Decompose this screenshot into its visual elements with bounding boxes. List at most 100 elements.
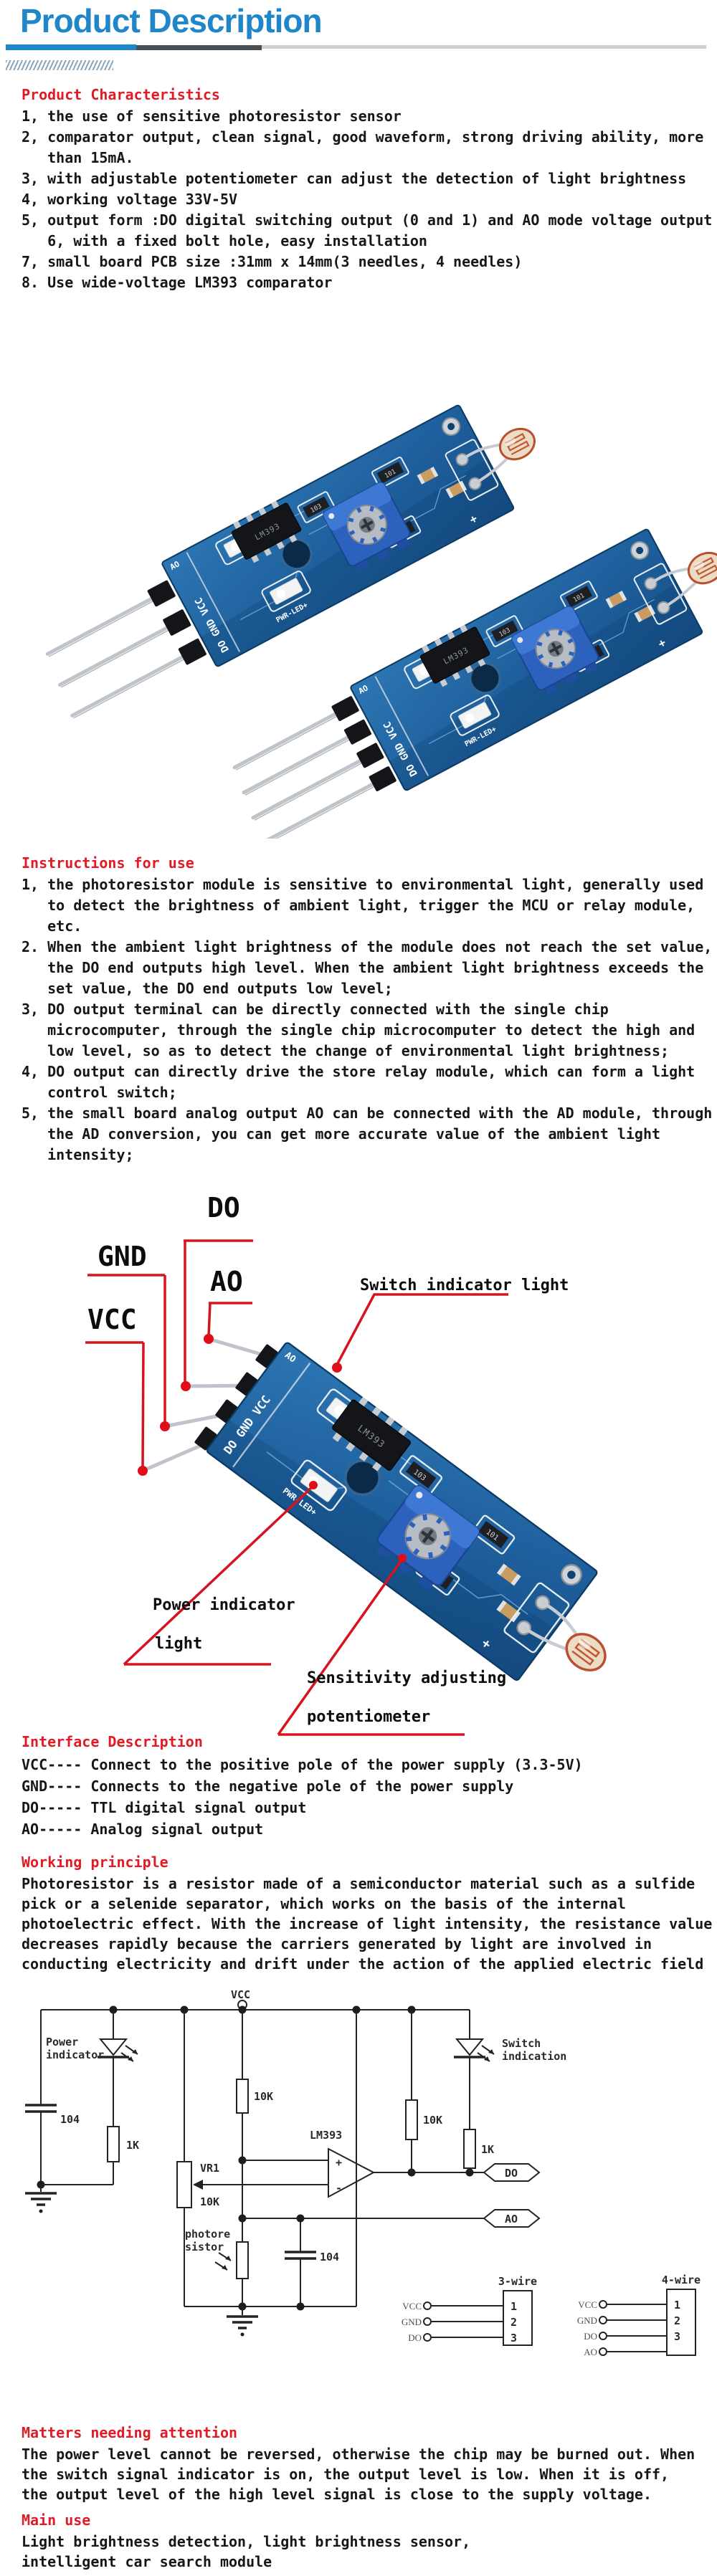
instructions-line: intensity; — [22, 1146, 134, 1163]
power-indicator-annotation-line1: Power indicator — [153, 1596, 295, 1614]
switch-indication-led: Switch indication — [454, 2037, 566, 2063]
opamp-plus: + — [336, 2156, 342, 2169]
characteristics-line: than 15mA. — [22, 149, 134, 166]
conn4-wire-label: DO — [584, 2331, 597, 2342]
switch-indication-label-1: Switch — [502, 2037, 541, 2050]
working-principle-heading: Working principle — [22, 1854, 168, 1871]
page-title: Product Description — [20, 2, 323, 39]
power-indicator-annotation-line2: light — [155, 1635, 202, 1653]
do-output-flag: DO — [483, 2163, 541, 2182]
main-use-line: Light brightness detection, light bright… — [22, 2533, 471, 2550]
photoresistor-symbol: photore sistor — [185, 2218, 249, 2307]
conn4-pin: 1 — [674, 2299, 680, 2312]
matters-heading: Matters needing attention — [22, 2424, 238, 2441]
capacitor-104-left: 104 — [25, 2010, 80, 2185]
sensor-module-photo-1 — [45, 380, 559, 719]
ao-flag-label: AO — [505, 2213, 518, 2226]
conn3-wire-label: GND — [402, 2317, 422, 2327]
main-use-heading: Main use — [22, 2511, 91, 2529]
characteristics-line: 2, comparator output, clean signal, good… — [22, 128, 704, 146]
conn4-pin: 2 — [674, 2314, 680, 2327]
hatch-decoration — [6, 60, 113, 70]
resistor-1k-left: 1K — [107, 2057, 139, 2185]
instructions-line: 5, the small board analog output AO can … — [22, 1105, 713, 1122]
ground-symbol — [25, 2185, 57, 2213]
cap2-value: 104 — [320, 2251, 339, 2263]
vr1-label: VR1 — [200, 2162, 219, 2175]
pin-header — [45, 580, 206, 719]
instructions-line: 4, DO output can directly drive the stor… — [22, 1063, 695, 1080]
sensitivity-annotation-line1: Sensitivity adjusting — [307, 1669, 506, 1687]
underline-blue-segment — [6, 44, 136, 50]
conn3-title: 3-wire — [498, 2275, 537, 2288]
title-underline — [6, 44, 706, 50]
instructions-line: 3, DO output terminal can be directly co… — [22, 1001, 609, 1018]
ao-pin-label: AO — [210, 1266, 243, 1297]
switch-indicator-annotation: Switch indicator light — [360, 1277, 569, 1294]
r1k-left-value: 1K — [126, 2139, 139, 2152]
instructions-heading: Instructions for use — [22, 854, 194, 872]
characteristics-line: 8. Use wide-voltage LM393 comparator — [22, 274, 333, 291]
underline-light-segment — [262, 45, 706, 49]
interface-line: AO----- Analog signal output — [22, 1821, 264, 1838]
lm393-label: LM393 — [310, 2129, 342, 2142]
leader-lines — [85, 1239, 508, 1736]
power-indicator-label-1: Power — [46, 2036, 78, 2048]
r10k-mid-value: 10K — [254, 2090, 273, 2103]
matters-line: the output level of the high level signa… — [22, 2486, 652, 2503]
vr1-potentiometer: VR1 10K — [176, 2010, 328, 2307]
conn4-pin: 3 — [674, 2330, 680, 2343]
capacitor-104-mid: 104 — [285, 2218, 339, 2307]
do-flag-label: DO — [505, 2167, 518, 2180]
connector-3-wire: 3-wire 1 2 3 VCC GND DO — [402, 2275, 537, 2346]
instructions-line: the DO end outputs high level. When the … — [22, 959, 704, 976]
gnd-pin-label: GND — [98, 1241, 147, 1272]
conn3-pin: 2 — [511, 2316, 517, 2329]
instructions-line: low level, so as to detect the change of… — [22, 1042, 670, 1059]
interface-line: VCC---- Connect to the positive pole of … — [22, 1756, 583, 1773]
interface-heading: Interface Description — [22, 1733, 203, 1750]
conn3-wire-label: DO — [408, 2332, 422, 2343]
working-principle-line: pick or a selenide separator, which work… — [22, 1895, 626, 1912]
switch-indication-label-2: indication — [502, 2050, 566, 2063]
working-principle-line: conducting electricity and drift under t… — [22, 1955, 704, 1972]
conn3-pin: 1 — [511, 2300, 517, 2313]
conn4-title: 4-wire — [662, 2274, 701, 2286]
instructions-line: set value, the DO end outputs low level; — [22, 980, 393, 997]
r10k-right-value: 10K — [423, 2114, 442, 2127]
working-principle-line: Photoresistor is a resistor made of a se… — [22, 1875, 695, 1892]
characteristics-line: 1, the use of sensitive photoresistor se… — [22, 108, 402, 125]
characteristics-heading: Product Characteristics — [22, 86, 220, 103]
instructions-line: microcomputer, through the single chip m… — [22, 1021, 695, 1039]
vr1-value: 10K — [200, 2195, 219, 2208]
sensitivity-annotation-line2: potentiometer — [307, 1708, 430, 1726]
conn4-wire-label: AO — [584, 2347, 597, 2357]
resistor-10k-mid: 10K — [236, 2010, 273, 2160]
characteristics-line: 6, with a fixed bolt hole, easy installa… — [22, 232, 427, 249]
product-photo: DO GND VCC AO DO-LED+ PWR-LED+ — [45, 308, 717, 839]
instructions-line: 2. When the ambient light brightness of … — [22, 938, 713, 955]
conn3-wire-label: VCC — [402, 2301, 422, 2312]
instructions-line: 1, the photoresistor module is sensitive… — [22, 876, 704, 893]
instructions-line: control switch; — [22, 1084, 177, 1101]
conn4-wire-label: GND — [577, 2315, 597, 2326]
characteristics-line: 3, with adjustable potentiometer can adj… — [22, 170, 687, 187]
lm393-comparator-symbol: + - LM393 — [310, 2129, 376, 2198]
instructions-line: etc. — [22, 917, 82, 935]
instructions-line: to detect the brightness of ambient ligh… — [22, 897, 695, 914]
photoresistor-label-2: sistor — [185, 2241, 224, 2253]
photoresistor-label-1: photore — [185, 2228, 230, 2241]
r1k-right-value: 1K — [481, 2143, 494, 2156]
instructions-line: the AD conversion, you can get more accu… — [22, 1125, 661, 1142]
interface-line: GND---- Connects to the negative pole of… — [22, 1778, 514, 1795]
annotated-module-figure: DO GND AO VCC Switch indicator light Pow… — [85, 1192, 717, 1736]
characteristics-line: 5, output form :DO digital switching out… — [22, 211, 713, 229]
do-pin-label: DO — [207, 1192, 240, 1223]
matters-line: The power level cannot be reversed, othe… — [22, 2446, 695, 2463]
sensor-module-photo-2 — [232, 504, 717, 839]
characteristics-line: 4, working voltage 33V-5V — [22, 191, 238, 208]
pin-header — [141, 1337, 278, 1473]
main-use-line: intelligent car search module — [22, 2553, 272, 2570]
underline-dark-segment — [136, 45, 262, 50]
ao-output-flag: AO — [483, 2209, 541, 2228]
